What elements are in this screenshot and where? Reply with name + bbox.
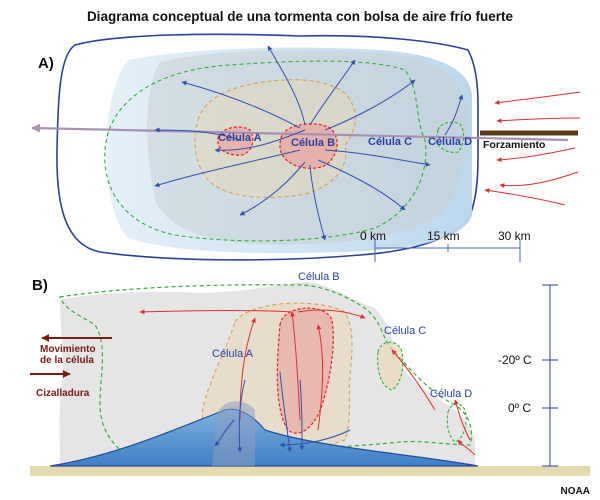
panel-a-scale-bar <box>374 240 521 262</box>
panel-b-cell-d-label: Célula D <box>430 388 472 400</box>
panel-a-cell-d-label: Célula D <box>428 136 472 148</box>
panel-b-cell-b-outline <box>276 307 334 434</box>
legend-shear-label: Cizalladura <box>36 388 90 399</box>
panel-a-scale-label-15: 15 km <box>427 229 460 243</box>
panel-a-label: A) <box>38 55 54 72</box>
panel-b-label: B) <box>32 277 48 294</box>
panel-b: B) Movimiento de la célula Cizalladura C… <box>30 271 590 476</box>
panel-b-height-scale <box>542 284 558 467</box>
panel-a-cell-a-label: Célula A <box>218 132 262 144</box>
panel-a-cell-a-outline <box>217 126 254 156</box>
panel-b-updraft-arrows <box>139 309 476 456</box>
panel-a-motion-axis-arrow <box>31 123 569 142</box>
panel-a-green-dashed-contour <box>104 60 427 242</box>
panel-b-cell-d-outline <box>446 403 467 443</box>
panel-a-inflow-arrows <box>484 91 581 206</box>
panel-a-outflow-arrows <box>154 45 464 241</box>
panel-b-cell-c-label: Célula C <box>384 325 426 337</box>
panel-b-green-dashed-contour <box>59 284 473 466</box>
diagram-title: Diagrama conceptual de una tormenta con … <box>86 9 514 24</box>
panel-b-downdraft-arrows <box>214 371 351 453</box>
panel-b-cell-a-label: Célula A <box>212 348 254 360</box>
legend-cell-motion-line2: de la célula <box>40 355 94 366</box>
panel-a-cell-d-outline <box>435 121 465 153</box>
panel-b-cell-b-label: Célula B <box>298 271 340 283</box>
panel-a-cell-c-label: Célula C <box>368 136 412 148</box>
legend-cell-motion-line1: Movimiento <box>40 344 96 355</box>
temp-label-0: 0º C <box>508 401 531 415</box>
temp-label-minus20: -20º C <box>498 353 532 367</box>
panel-b-cell-a-downdraft-core <box>212 401 255 466</box>
panel-a-scale-label-0: 0 km <box>360 229 386 243</box>
panel-a-forcing-label: Forzamiento <box>483 139 545 151</box>
panel-a: A) Célula A Célula B Célula C Célula D F… <box>31 33 581 262</box>
credit-label: NOAA <box>560 486 590 497</box>
panel-b-ground <box>30 466 590 476</box>
panel-a-cell-b-label: Célula B <box>291 137 335 149</box>
panel-a-scale-label-30: 30 km <box>498 229 531 243</box>
